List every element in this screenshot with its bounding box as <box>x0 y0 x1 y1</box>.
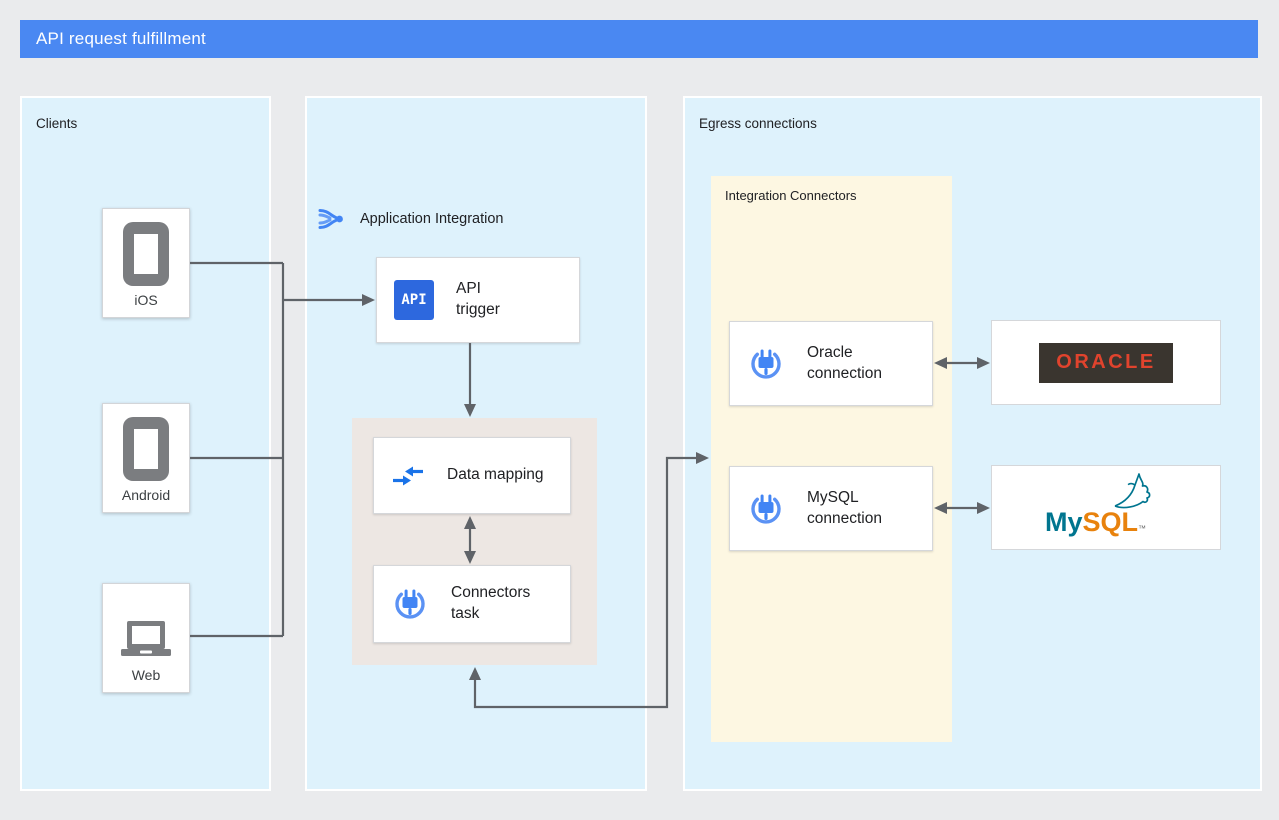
mysql-target-node: MySQL™ <box>991 465 1221 550</box>
egress-panel-label: Egress connections <box>699 116 817 131</box>
oracle-connection-label: Oracle connection <box>807 343 882 382</box>
connector-plug-icon <box>751 494 781 524</box>
connector-plug-icon <box>395 589 425 619</box>
android-client-node: Android <box>102 403 190 513</box>
connectors-task-label: Connectors task <box>451 584 531 622</box>
laptop-icon <box>121 621 171 656</box>
api-trigger-label: API trigger <box>456 280 500 318</box>
web-client-node: Web <box>102 583 190 693</box>
mysql-connection-node: MySQL connection <box>729 466 933 551</box>
android-label: Android <box>121 487 171 503</box>
mysql-logo: MySQL™ <box>1031 469 1181 547</box>
application-integration-label: Application Integration <box>360 211 504 227</box>
diagram-title-bar: API request fulfillment <box>20 20 1258 58</box>
web-label: Web <box>131 667 161 683</box>
mysql-logo-text: MySQL™ <box>1045 506 1147 537</box>
integration-connectors-group: Integration Connectors <box>711 176 952 742</box>
oracle-logo-text: ORACLE <box>1056 351 1156 373</box>
connector-plug-icon <box>751 349 781 379</box>
integration-connectors-label: Integration Connectors <box>725 188 857 203</box>
phone-icon <box>123 417 169 481</box>
mysql-dolphin-icon <box>1114 472 1151 508</box>
phone-icon <box>123 222 169 286</box>
diagram-title: API request fulfillment <box>36 29 206 48</box>
data-mapping-label: Data mapping <box>447 466 544 484</box>
oracle-target-node: ORACLE <box>991 320 1221 405</box>
ios-client-node: iOS <box>102 208 190 318</box>
api-trigger-node: API API trigger <box>376 257 580 343</box>
ios-label: iOS <box>134 292 158 308</box>
application-integration-header: Application Integration <box>317 204 504 234</box>
clients-panel-label: Clients <box>36 116 78 131</box>
oracle-connection-node: Oracle connection <box>729 321 933 406</box>
mysql-connection-label: MySQL connection <box>807 488 882 527</box>
application-integration-icon <box>318 209 343 229</box>
data-mapping-node: Data mapping <box>373 437 571 514</box>
connectors-task-node: Connectors task <box>373 565 571 643</box>
oracle-logo: ORACLE <box>1039 342 1173 383</box>
data-mapping-icon <box>393 466 423 485</box>
api-trigger-icon: API <box>394 280 434 320</box>
